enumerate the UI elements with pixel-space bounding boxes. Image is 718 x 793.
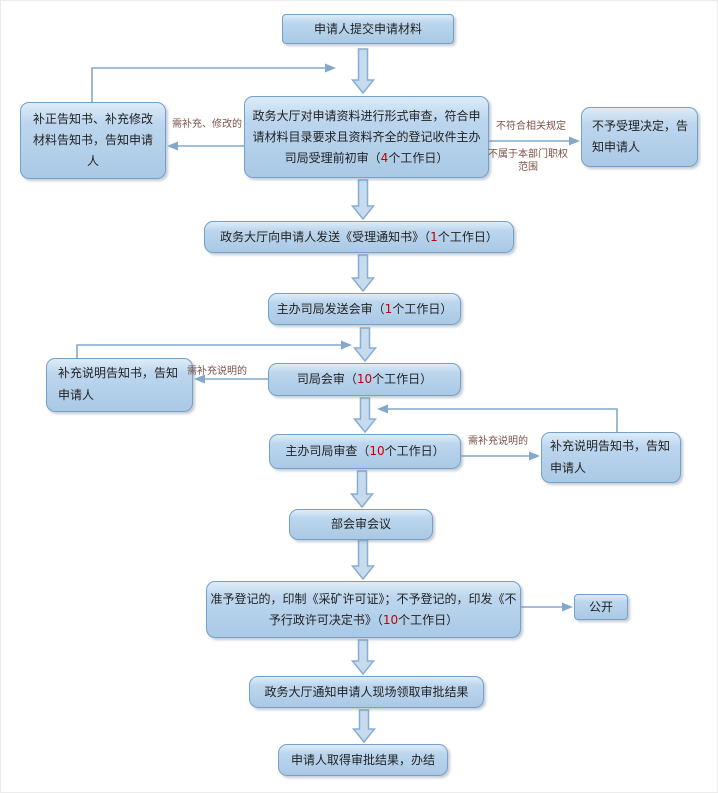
- node-submit-application: 申请人提交申请材料: [282, 14, 454, 44]
- node-reject-decision-label: 不予受理决定，告知申请人: [592, 119, 689, 154]
- node-obtain-result: 申请人取得审批结果，办结: [278, 744, 448, 776]
- node-ministry-meeting-label: 部会审会议: [330, 517, 391, 531]
- arrow-notify-to-obtain: [351, 709, 377, 744]
- formal-review-days: 4: [380, 150, 389, 165]
- edge-label-not-in-authority: 不属于本部门职权范围: [488, 149, 568, 173]
- node-issue-decision: 准予登记的，印制《采矿许可证》；不予登记的，印发《不予行政许可决定书》（10个工…: [206, 581, 521, 638]
- node-formal-review-label: 政务大厅对申请资料进行形式审查，符合申请材料目录要求且资料齐全的登记收件主办司局…: [252, 108, 481, 165]
- node-acceptance-notice: 政务大厅向申请人发送《受理通知书》（1个工作日）: [204, 221, 514, 253]
- node-acceptance-notice-label: 政务大厅向申请人发送《受理通知书》（1个工作日）: [220, 229, 498, 244]
- arrow-acceptance-to-send: [350, 254, 376, 293]
- node-notify-result-label: 政务大厅通知申请人现场领取审批结果: [264, 684, 469, 699]
- connector-issue-to-publish: [521, 602, 573, 612]
- node-bureau-joint-review-label: 司局会审（10个工作日）: [296, 372, 433, 386]
- node-correction-notice: 补正告知书、补充修改材料告知书，告知申请人: [20, 102, 166, 179]
- node-main-bureau-review: 主办司局审查（10个工作日）: [269, 434, 461, 469]
- arrow-joint-review-to-main-review: [352, 397, 378, 434]
- acceptance-days: 1: [430, 229, 438, 244]
- node-supplement-notice-left: 补充说明告知书，告知申请人: [46, 358, 193, 412]
- node-supplement-notice-right-label: 补充说明告知书，告知申请人: [550, 438, 671, 475]
- arrow-submit-to-review: [350, 48, 376, 95]
- node-bureau-joint-review: 司局会审（10个工作日）: [268, 363, 461, 396]
- node-supplement-notice-left-label: 补充说明告知书，告知申请人: [58, 366, 179, 402]
- node-ministry-meeting: 部会审会议: [289, 509, 433, 540]
- joint-review-days: 10: [356, 372, 373, 386]
- connector-review-to-correction: [167, 141, 244, 151]
- issue-days: 10: [382, 612, 399, 627]
- node-supplement-notice-right: 补充说明告知书，告知申请人: [541, 432, 681, 483]
- node-publish-label: 公开: [588, 599, 613, 614]
- node-formal-review: 政务大厅对申请资料进行形式审查，符合申请材料目录要求且资料齐全的登记收件主办司局…: [244, 96, 489, 178]
- connector-supplement-right-return: [377, 404, 618, 432]
- node-send-joint-review: 主办司局发送会审（1个工作日）: [268, 293, 461, 325]
- arrow-send-to-joint-review: [352, 327, 378, 363]
- node-send-joint-review-label: 主办司局发送会审（1个工作日）: [276, 301, 453, 316]
- connector-joint-review-to-supplement-left: [194, 374, 268, 384]
- connector-correction-return: [91, 63, 336, 102]
- node-reject-decision: 不予受理决定，告知申请人: [581, 107, 698, 167]
- connector-review-to-reject: [489, 136, 580, 146]
- edge-label-need-supplement-right: 需补充说明的: [468, 436, 528, 447]
- edge-label-need-supplement-left: 需补充说明的: [187, 366, 247, 377]
- arrow-main-review-to-meeting: [349, 470, 375, 509]
- edge-label-need-supplement-modify: 需补充、修改的: [172, 119, 242, 130]
- connector-supplement-left-return: [76, 340, 352, 358]
- node-submit-application-label: 申请人提交申请材料: [313, 21, 422, 36]
- edge-label-not-conform-rules: 不符合相关规定: [496, 121, 566, 132]
- node-obtain-result-label: 申请人取得审批结果，办结: [290, 752, 435, 767]
- node-main-bureau-review-label: 主办司局审查（10个工作日）: [285, 444, 445, 458]
- send-review-days: 1: [384, 301, 393, 316]
- node-publish: 公开: [574, 594, 628, 620]
- arrow-issue-to-notify: [350, 639, 376, 676]
- arrow-review-to-acceptance: [350, 179, 376, 221]
- node-correction-notice-label: 补正告知书、补充修改材料告知书，告知申请人: [32, 112, 153, 168]
- node-notify-result: 政务大厅通知申请人现场领取审批结果: [249, 676, 484, 708]
- connector-review-to-supplement-right: [461, 451, 540, 461]
- main-review-days: 10: [369, 444, 385, 458]
- arrow-meeting-to-issue: [350, 539, 376, 581]
- node-issue-decision-label: 准予登记的，印制《采矿许可证》；不予登记的，印发《不予行政许可决定书》（10个工…: [210, 592, 517, 627]
